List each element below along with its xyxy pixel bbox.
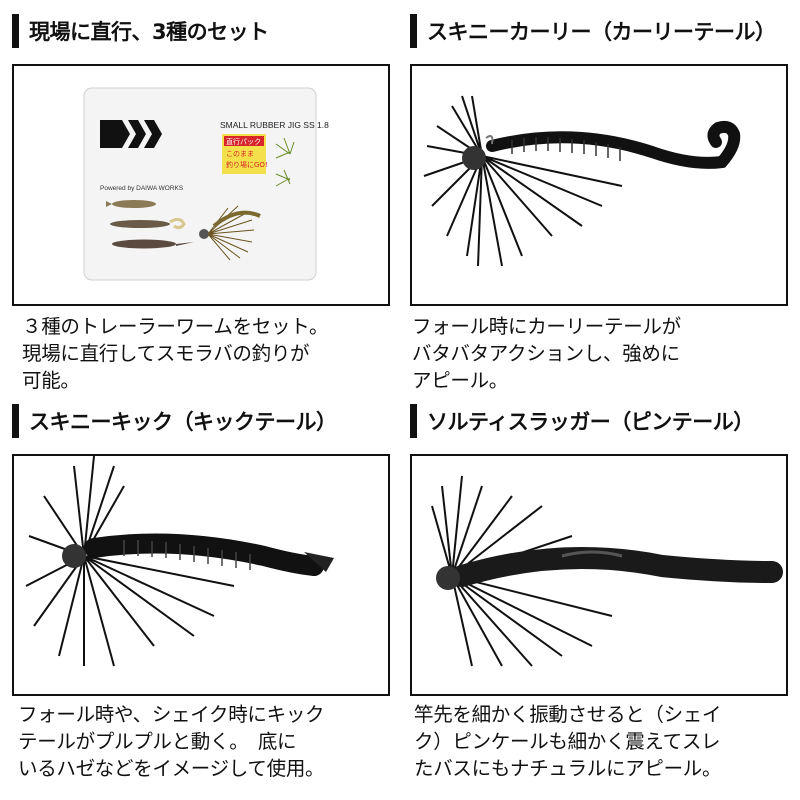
- description-line: ３種のトレーラーワームをセット。: [22, 315, 329, 338]
- description-line: アピール。: [412, 368, 509, 392]
- description-line: フォール時や、シェイク時にキック: [18, 703, 325, 726]
- sticker-line2: 釣り場にGO!: [226, 160, 268, 169]
- heading-marker: [410, 14, 417, 48]
- product-photo-package: SMALL RUBBER JIG SS 1.8 直行パック このまま 釣り場にG…: [12, 64, 390, 306]
- description-line: フォール時にカーリーテールが: [412, 315, 681, 338]
- heading-marker: [410, 404, 417, 438]
- description-line: 現場に直行してスモラバの釣りが: [22, 341, 310, 365]
- sticker-line1: このまま: [226, 150, 254, 158]
- sticker-title: 直行パック: [226, 137, 261, 146]
- section-title: ソルティスラッガー（ピンテール）: [427, 410, 754, 434]
- product-photo-kick-tail: [12, 454, 390, 696]
- description-line: バタバタアクションし、強めに: [412, 341, 680, 365]
- section-description: フォール時にカーリーテールが バタバタアクションし、強めに アピール。: [412, 314, 681, 395]
- section-description: 竿先を細かく振動させると（シェイ ク）ピンケールも細かく震えてスレ たバスにもナ…: [414, 702, 722, 783]
- section-description: ３種のトレーラーワームをセット。 現場に直行してスモラバの釣りが 可能。: [22, 314, 329, 395]
- section-heading-curly: スキニーカーリー（カーリーテール）: [410, 12, 776, 50]
- daiwa-logo: [100, 120, 162, 148]
- product-photo-pin-tail: [410, 454, 788, 696]
- section-heading-set: 現場に直行、3種のセット: [12, 12, 269, 50]
- description-line: 竿先を細かく振動させると（シェイ: [414, 703, 722, 726]
- section-heading-kick: スキニーキック（キックテール）: [12, 402, 337, 440]
- product-photo-curly-tail: [410, 64, 788, 306]
- package-product-name: SMALL RUBBER JIG SS 1.8: [220, 120, 329, 130]
- description-line: ク）ピンケールも細かく震えてスレ: [414, 729, 721, 753]
- section-description: フォール時や、シェイク時にキック テールがプルプルと動く。 底に いるハゼなどを…: [18, 702, 325, 783]
- package-brand-line: Powered by DAIWA WORKS: [100, 185, 184, 192]
- section-title: スキニーカーリー（カーリーテール）: [427, 20, 776, 44]
- description-line: いるハゼなどをイメージして使用。: [18, 756, 325, 780]
- heading-marker: [12, 14, 19, 48]
- description-line: 可能。: [22, 368, 80, 392]
- description-line: たバスにもナチュラルにアピール。: [414, 756, 722, 780]
- description-line: テールがプルプルと動く。 底に: [18, 729, 297, 753]
- heading-marker: [12, 404, 19, 438]
- section-title: スキニーキック（キックテール）: [29, 410, 337, 434]
- section-title: 現場に直行、3種のセット: [29, 20, 269, 44]
- section-heading-pin: ソルティスラッガー（ピンテール）: [410, 402, 754, 440]
